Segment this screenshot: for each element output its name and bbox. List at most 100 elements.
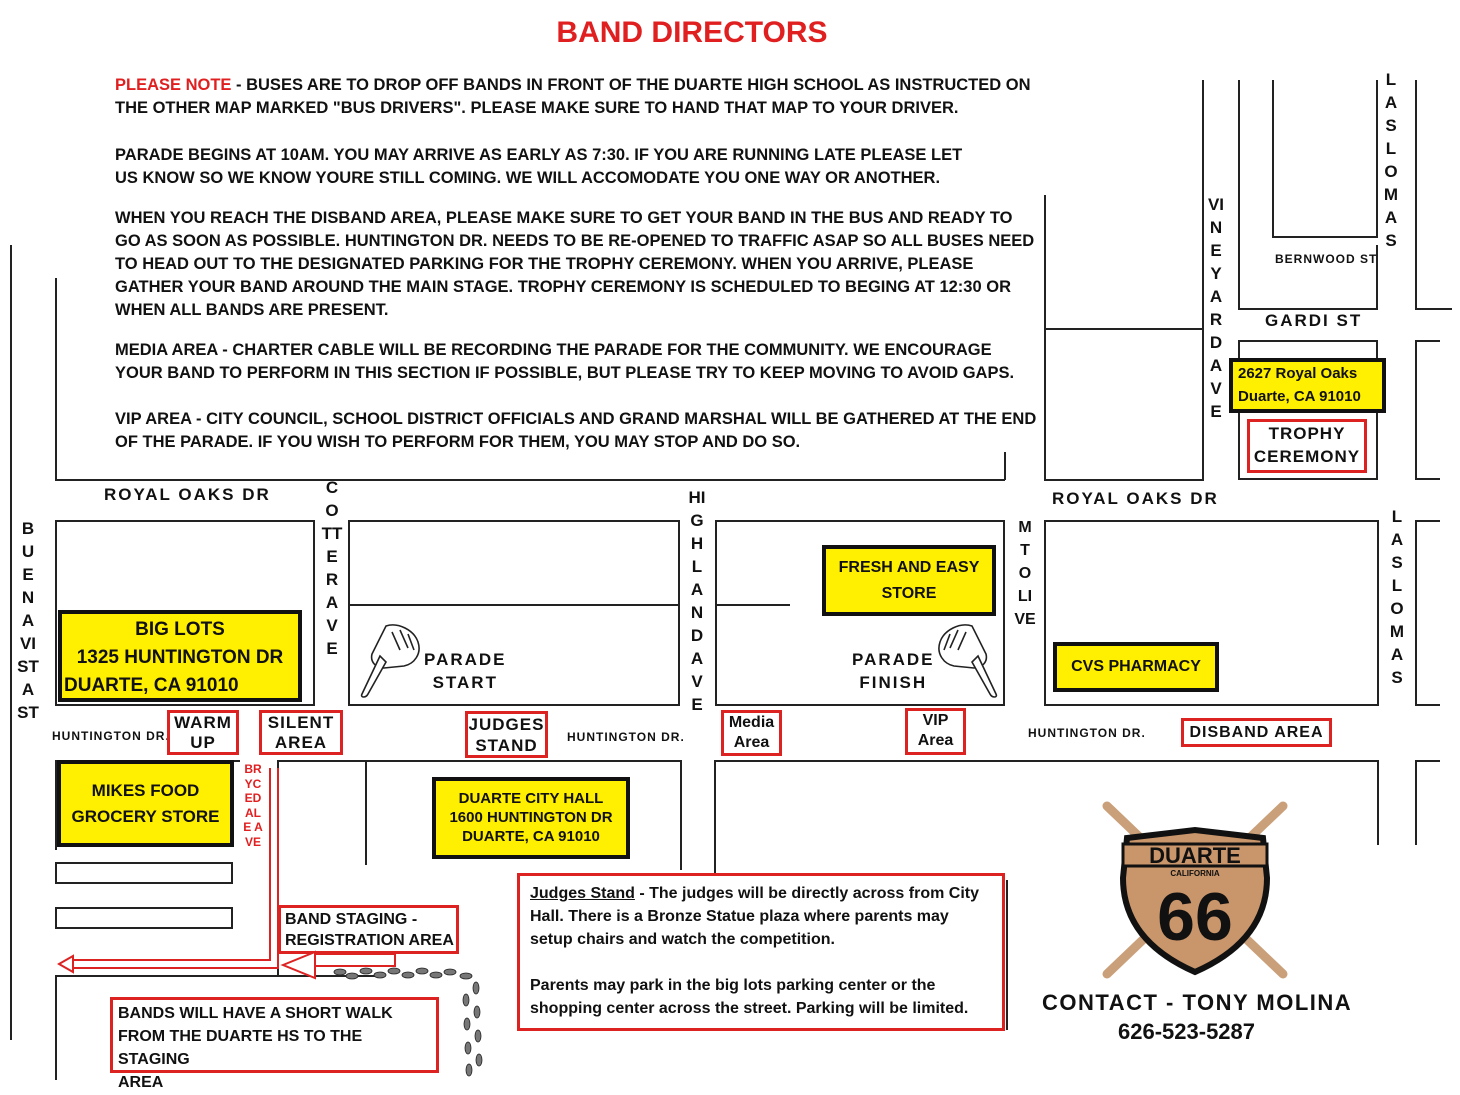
road-edge <box>1044 479 1204 481</box>
please-note-block: PLEASE NOTE - BUSES ARE TO DROP OFF BAND… <box>115 74 1031 120</box>
vip-label: VIP <box>922 712 949 729</box>
judges-label: JUDGES <box>468 715 545 734</box>
disband-line: GATHER YOUR BAND AROUND THE MAIN STAGE. … <box>115 278 1011 296</box>
street-vineyard: VINEYARD AVE <box>1207 195 1225 421</box>
street-huntington: HUNTINGTON DR. <box>1028 726 1146 740</box>
judges-note-text: - The judges will be directly across fro… <box>634 885 979 902</box>
silent-area-box: SILENT AREA <box>259 710 343 755</box>
road-edge <box>1415 520 1440 522</box>
street-brycedale: BRYCEDALE AVE <box>243 762 263 849</box>
block-divider <box>348 604 680 606</box>
logo-number-text: 66 <box>1157 879 1233 955</box>
mikes-name: MIKES FOOD <box>91 781 200 800</box>
street-bernwood: BERNWOOD ST <box>1275 252 1378 266</box>
walk-line: AREA <box>118 1074 164 1091</box>
street-las-lomas: LAS LOMAS <box>1383 70 1399 250</box>
parade-finish-word-2: FINISH <box>859 673 928 692</box>
media-line: MEDIA AREA - CHARTER CABLE WILL BE RECOR… <box>115 341 992 359</box>
disband-line: WHEN YOU REACH THE DISBAND AREA, PLEASE … <box>115 209 1013 227</box>
road-edge <box>1415 308 1452 310</box>
media-line: YOUR BAND TO PERFORM IN THIS SECTION IF … <box>115 364 1015 382</box>
fresh-easy-box: FRESH AND EASY STORE <box>822 545 996 616</box>
road-edge <box>1415 340 1440 342</box>
page-title: BAND DIRECTORS <box>556 16 828 49</box>
road-edge <box>365 760 367 865</box>
media-label-2: Area <box>733 734 770 751</box>
road-edge <box>1376 245 1378 310</box>
media-label: Media <box>728 714 775 731</box>
judges-note-box: Judges Stand - The judges will be direct… <box>517 873 1005 1031</box>
logo-top-text: DUARTE <box>1149 843 1241 868</box>
road-edge <box>1238 478 1378 480</box>
walk-line: FROM THE DUARTE HS TO THE STAGING <box>118 1028 363 1068</box>
footprints-icon <box>333 967 483 1077</box>
road-edge <box>1004 452 1006 480</box>
big-lots-name: BIG LOTS <box>135 619 225 640</box>
parade-start-word: PARADE <box>424 650 507 669</box>
road-edge <box>1415 80 1417 310</box>
road-edge <box>277 760 682 762</box>
vip-block: VIP AREA - CITY COUNCIL, SCHOOL DISTRICT… <box>115 408 1036 454</box>
block-divider <box>715 604 790 606</box>
city-hall-city: DUARTE, CA 91010 <box>462 828 600 845</box>
road-edge <box>55 975 385 977</box>
warm-up-label-2: UP <box>190 733 216 752</box>
road-edge <box>1272 236 1378 238</box>
road-edge <box>1415 340 1417 480</box>
logo-sub-text: CALIFORNIA <box>1170 869 1220 878</box>
judges-note-text: Parents may park in the big lots parking… <box>530 977 936 994</box>
street-huntington: HUNTINGTON DR. <box>52 729 170 743</box>
road-edge <box>10 245 12 1040</box>
road-edge <box>714 760 716 880</box>
media-block: MEDIA AREA - CHARTER CABLE WILL BE RECOR… <box>115 339 1014 385</box>
vip-label-2: Area <box>917 732 954 749</box>
trophy-ceremony-box: TROPHY CEREMONY <box>1247 419 1367 473</box>
road-edge <box>680 760 682 870</box>
parking-strip <box>55 907 233 929</box>
judges-note-text: Hall. There is a Bronze Statue plaza whe… <box>530 908 949 925</box>
road-edge <box>1238 80 1240 310</box>
judges-note-heading: Judges Stand <box>530 885 635 902</box>
road-edge <box>1415 520 1417 706</box>
band-staging-box: BAND STAGING - REGISTRATION AREA <box>278 905 459 954</box>
disband-line: WHEN ALL BANDS ARE PRESENT. <box>115 301 389 319</box>
road-edge <box>714 760 1379 762</box>
staging-label-2: REGISTRATION AREA <box>285 932 454 949</box>
road-edge <box>1272 80 1274 238</box>
contact-phone[interactable]: 626-523-5287 <box>1118 1019 1256 1044</box>
road-edge <box>1006 880 1008 1030</box>
disband-line: TO HEAD OUT TO THE DESIGNATED PARKING FO… <box>115 255 974 273</box>
street-royal-oaks: ROYAL OAKS DR <box>1052 489 1219 508</box>
trophy-label-2: CEREMONY <box>1253 447 1361 466</box>
please-note-text: - BUSES ARE TO DROP OFF BANDS IN FRONT O… <box>231 76 1031 94</box>
road-edge <box>55 479 1005 481</box>
road-edge <box>1238 308 1378 310</box>
city-hall-name: DUARTE CITY HALL <box>458 790 604 807</box>
vip-line: VIP AREA - CITY COUNCIL, SCHOOL DISTRICT… <box>115 410 1037 428</box>
mikes-food-box: MIKES FOOD GROCERY STORE <box>57 760 234 847</box>
silent-label-2: AREA <box>274 733 328 752</box>
street-royal-oaks: ROYAL OAKS DR <box>104 485 271 504</box>
parking-strip <box>55 862 233 884</box>
disband-label: DISBAND AREA <box>1189 724 1324 741</box>
parade-time-block: PARADE BEGINS AT 10AM. YOU MAY ARRIVE AS… <box>115 144 962 190</box>
road-edge <box>1415 760 1440 762</box>
parade-finish-label: PARADE FINISH <box>852 648 935 694</box>
fresh-easy-name: FRESH AND EASY <box>838 559 980 576</box>
please-note-text-2: THE OTHER MAP MARKED "BUS DRIVERS". PLEA… <box>115 99 959 117</box>
road-edge <box>1202 80 1204 480</box>
pointing-hand-icon <box>938 624 998 698</box>
disband-line: GO AS SOON AS POSSIBLE. HUNTINGTON DR. N… <box>115 232 1035 250</box>
pointing-hand-icon <box>360 624 420 698</box>
media-area-box: Media Area <box>721 710 782 756</box>
parade-time-line: US KNOW SO WE KNOW YOURE STILL COMING. W… <box>115 169 941 187</box>
cvs-box: CVS PHARMACY <box>1053 642 1219 692</box>
warm-up-label: WARM <box>174 713 232 732</box>
block-parade-finish <box>715 520 1005 706</box>
block-cvs <box>1044 520 1379 706</box>
staging-label: BAND STAGING - <box>285 911 418 928</box>
route-arrows <box>56 768 396 980</box>
judges-note-text: shopping center across the street. Parki… <box>530 1000 969 1017</box>
street-las-lomas: LAS LOMAS <box>1389 507 1405 687</box>
fresh-easy-name-2: STORE <box>881 585 937 602</box>
